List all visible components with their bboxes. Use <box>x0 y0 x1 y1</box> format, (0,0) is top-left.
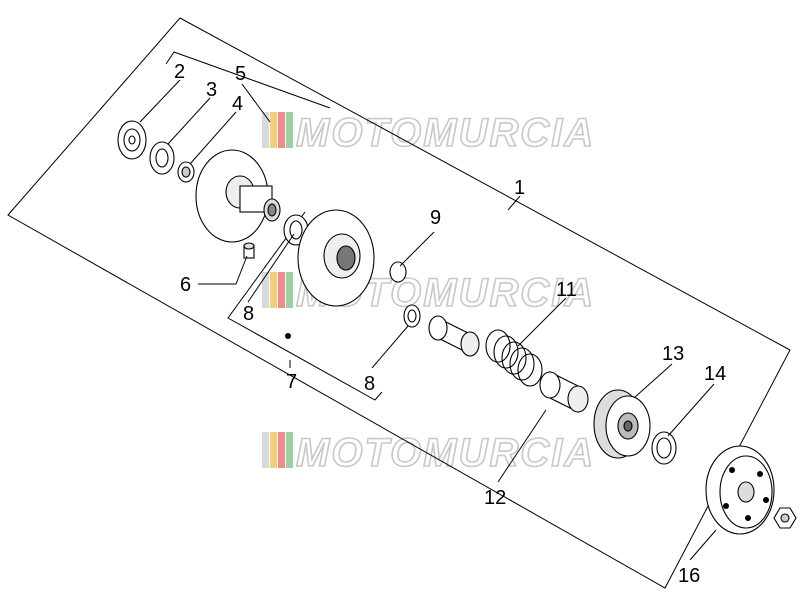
watermark-top: MOTOMURCIA <box>262 110 595 156</box>
nut <box>773 507 797 529</box>
ring-part-3 <box>149 141 175 175</box>
callout-4: 4 <box>232 93 243 115</box>
callout-13: 13 <box>662 343 684 365</box>
washer-part-14 <box>651 431 677 465</box>
callout-1: 1 <box>514 177 525 199</box>
watermark-bottom: MOTOMURCIA <box>262 430 595 476</box>
callout-16: 16 <box>678 565 700 587</box>
leader-9 <box>399 231 435 267</box>
assembly-7-bracket <box>227 211 383 401</box>
leader-12 <box>497 409 547 483</box>
assembly-5-bracket <box>165 51 331 109</box>
leader-2 <box>139 79 181 123</box>
clutch-part-13 <box>593 389 651 459</box>
callout-14: 14 <box>704 363 726 385</box>
pin-part-6 <box>243 242 255 259</box>
leader-8-lower <box>371 325 409 369</box>
watermark-text: MOTOMURCIA <box>296 431 595 475</box>
leader-11 <box>517 297 567 347</box>
leader-4 <box>189 111 237 165</box>
leader-13 <box>633 363 673 399</box>
assembly-dot-marker <box>285 333 291 339</box>
fixed-pulley-half <box>195 149 281 243</box>
collar-part-12 <box>539 371 589 413</box>
leader-16 <box>689 529 717 561</box>
callout-6: 6 <box>180 274 191 296</box>
callout-9: 9 <box>430 207 441 229</box>
clutch-bell-part-16 <box>705 445 775 535</box>
callout-12: 12 <box>484 487 506 509</box>
watermark-logo-icon <box>262 272 293 308</box>
watermark-logo-icon <box>262 112 293 148</box>
movable-pulley-half <box>297 209 375 307</box>
bushing-part-4 <box>177 161 195 183</box>
assembly-1-outline <box>7 17 791 589</box>
watermark-logo-icon <box>262 432 293 468</box>
leader-8-upper <box>247 233 295 303</box>
callout-8-upper: 8 <box>243 303 254 325</box>
bearing-part-2 <box>117 120 147 160</box>
callout-7: 7 <box>286 371 297 393</box>
leader-1 <box>507 195 521 211</box>
o-ring-part-8 <box>403 304 421 328</box>
callout-11: 11 <box>556 279 577 301</box>
callout-2: 2 <box>174 61 185 83</box>
callout-8-lower: 8 <box>364 373 375 395</box>
o-ring-part-9 <box>389 261 407 283</box>
leader-3 <box>167 97 211 145</box>
leader-6 <box>198 255 248 285</box>
leader-5 <box>241 83 271 123</box>
callout-3: 3 <box>206 79 217 101</box>
callout-5: 5 <box>235 63 246 85</box>
spring-part-11 <box>485 329 543 387</box>
watermark-text: MOTOMURCIA <box>296 111 595 155</box>
leader-14 <box>667 383 715 437</box>
sleeve <box>428 315 480 357</box>
